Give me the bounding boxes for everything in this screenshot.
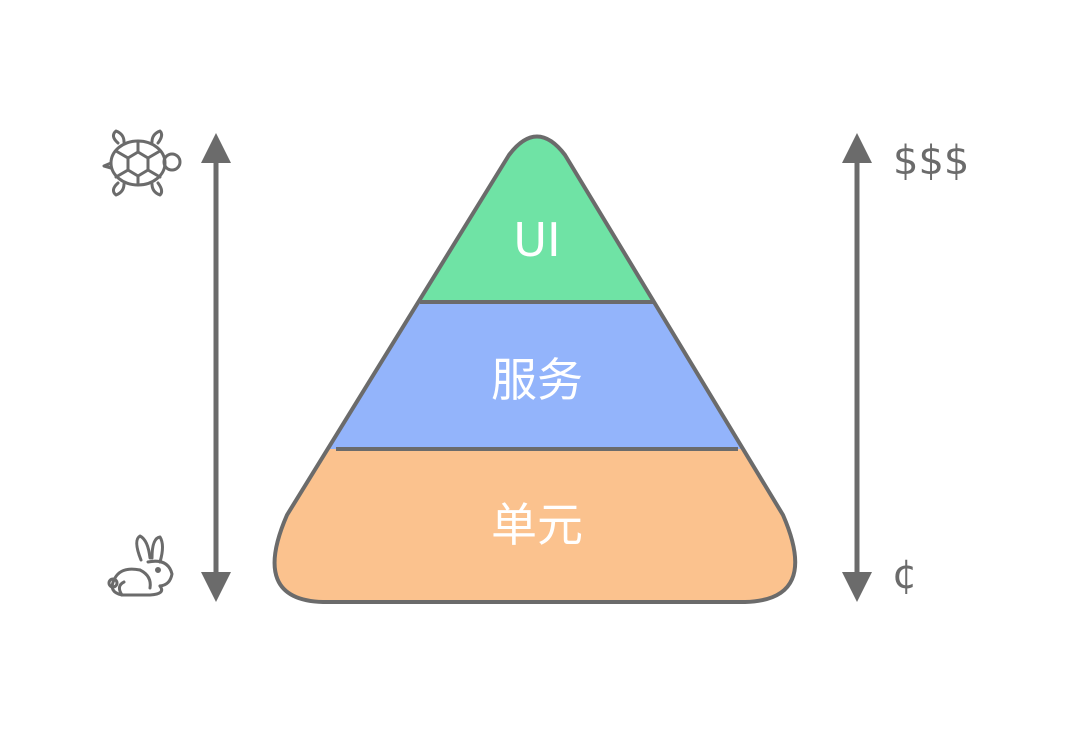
tier-label-unit: 单元 [491, 498, 583, 552]
rabbit-icon [107, 534, 174, 597]
left-arrow-down-head [201, 572, 231, 602]
test-pyramid: UI 服务 单元 [272, 134, 798, 604]
cost-low-label: ¢ [892, 552, 917, 598]
right-arrow-up-head [842, 133, 872, 163]
right-arrow-down-head [842, 572, 872, 602]
left-arrow-up-head [201, 133, 231, 163]
cost-high-label: $$$ [893, 138, 969, 184]
pyramid-tier-unit [274, 449, 796, 602]
right-cost-arrow [842, 133, 872, 602]
tier-label-service: 服务 [491, 353, 583, 407]
tier-label-ui: UI [513, 213, 560, 267]
turtle-icon [102, 129, 182, 197]
left-speed-arrow [201, 133, 231, 602]
pyramid-tier-ui [274, 136, 796, 302]
pyramid-outline [272, 134, 798, 604]
